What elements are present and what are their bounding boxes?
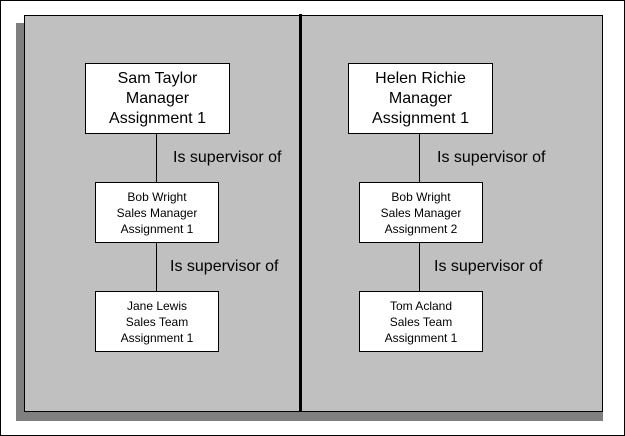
right-mid-node-name: Bob Wright xyxy=(391,189,451,204)
right-bottom-node: Tom Acland Sales Team Assignment 1 xyxy=(359,291,483,352)
left-bottom-node-assignment: Assignment 1 xyxy=(120,330,194,345)
left-connector-1 xyxy=(156,133,157,182)
right-top-node: Helen Richie Manager Assignment 1 xyxy=(348,63,493,134)
left-bottom-node-name: Jane Lewis xyxy=(126,298,188,313)
right-top-node-name: Helen Richie xyxy=(375,69,466,87)
left-connector-2 xyxy=(156,242,157,291)
left-top-node-name: Sam Taylor xyxy=(117,69,198,87)
right-relation-label-1: Is supervisor of xyxy=(437,149,546,166)
center-divider xyxy=(299,14,302,411)
left-top-node-role: Manager xyxy=(125,89,190,107)
left-mid-node-role: Sales Manager xyxy=(116,205,198,220)
left-bottom-node: Jane Lewis Sales Team Assignment 1 xyxy=(95,291,219,352)
left-bottom-node-role: Sales Team xyxy=(125,314,189,329)
left-mid-node-name: Bob Wright xyxy=(127,189,187,204)
right-mid-node-role: Sales Manager xyxy=(380,205,462,220)
right-relation-label-2: Is supervisor of xyxy=(434,258,543,275)
left-relation-label-1: Is supervisor of xyxy=(173,149,282,166)
right-connector-1 xyxy=(419,133,420,182)
left-top-node-assignment: Assignment 1 xyxy=(109,109,206,127)
left-top-node: Sam Taylor Manager Assignment 1 xyxy=(85,63,230,134)
right-bottom-node-role: Sales Team xyxy=(389,314,453,329)
left-relation-label-2: Is supervisor of xyxy=(170,258,279,275)
right-top-node-assignment: Assignment 1 xyxy=(372,109,469,127)
left-mid-node-assignment: Assignment 1 xyxy=(120,221,194,236)
left-mid-node: Bob Wright Sales Manager Assignment 1 xyxy=(95,182,219,243)
right-bottom-node-assignment: Assignment 1 xyxy=(384,330,458,345)
right-mid-node-assignment: Assignment 2 xyxy=(384,221,458,236)
right-top-node-role: Manager xyxy=(388,89,453,107)
right-bottom-node-name: Tom Acland xyxy=(389,298,453,313)
right-connector-2 xyxy=(419,242,420,291)
right-mid-node: Bob Wright Sales Manager Assignment 2 xyxy=(359,182,483,243)
